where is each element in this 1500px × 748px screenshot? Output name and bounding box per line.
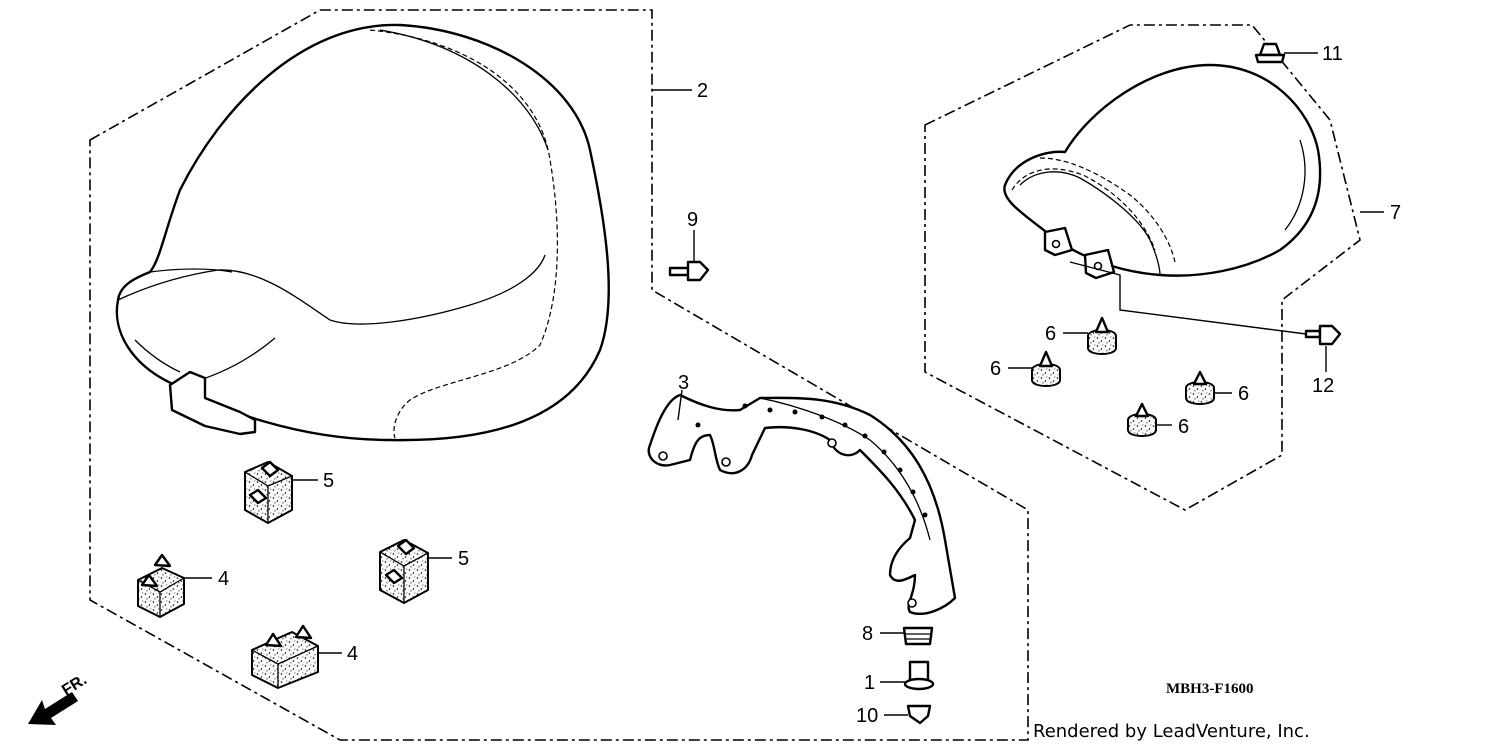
- bolt-12[interactable]: [1304, 324, 1342, 346]
- cushion-5-lower[interactable]: [379, 538, 429, 604]
- front-seat[interactable]: [115, 23, 610, 442]
- cushion-4-upper[interactable]: [137, 553, 185, 618]
- callout-12: 12: [1312, 375, 1334, 397]
- front-direction-indicator: FR.: [28, 671, 90, 725]
- front-seat-group-outline: [89, 9, 1029, 741]
- front-arrow-icon: [28, 692, 78, 725]
- callout-6-a: 6: [1045, 323, 1056, 345]
- seat-bracket[interactable]: [647, 393, 957, 615]
- clip-10[interactable]: [906, 704, 932, 725]
- collar-1[interactable]: [903, 660, 935, 691]
- cushion-6-c[interactable]: [1185, 370, 1215, 405]
- diagram-code: MBH3-F1600: [1166, 681, 1254, 697]
- callout-10: 10: [856, 705, 878, 727]
- bolt-9[interactable]: [668, 260, 710, 282]
- callout-1: 1: [864, 672, 875, 694]
- callout-9: 9: [687, 209, 698, 231]
- nut-11[interactable]: [1254, 42, 1286, 64]
- callout-2: 2: [697, 80, 708, 102]
- callout-5-lower: 5: [458, 548, 469, 570]
- callout-4-lower: 4: [347, 643, 358, 665]
- callout-11: 11: [1322, 43, 1343, 65]
- rear-seat-group-outline: [924, 24, 1361, 511]
- callout-5-upper: 5: [323, 470, 334, 492]
- callout-3: 3: [678, 372, 689, 394]
- callout-6-b: 6: [990, 358, 1001, 380]
- callout-6-c: 6: [1238, 383, 1249, 405]
- cushion-4-lower[interactable]: [251, 624, 319, 689]
- credit-text: Rendered by LeadVenture, Inc.: [1033, 721, 1310, 742]
- cushion-6-b[interactable]: [1031, 350, 1061, 387]
- grommet-8[interactable]: [902, 626, 934, 646]
- front-direction-label: FR.: [59, 671, 90, 699]
- cushion-6-a[interactable]: [1087, 316, 1117, 355]
- callout-8: 8: [862, 623, 873, 645]
- cushion-6-d[interactable]: [1127, 402, 1157, 437]
- rear-seat[interactable]: [1003, 63, 1322, 280]
- callout-7: 7: [1390, 202, 1401, 224]
- callout-4-upper: 4: [218, 568, 229, 590]
- leader-lines: [184, 52, 1384, 716]
- bracket-holes: [658, 403, 928, 608]
- callout-6-d: 6: [1178, 416, 1189, 438]
- cushion-5-upper[interactable]: [244, 460, 293, 524]
